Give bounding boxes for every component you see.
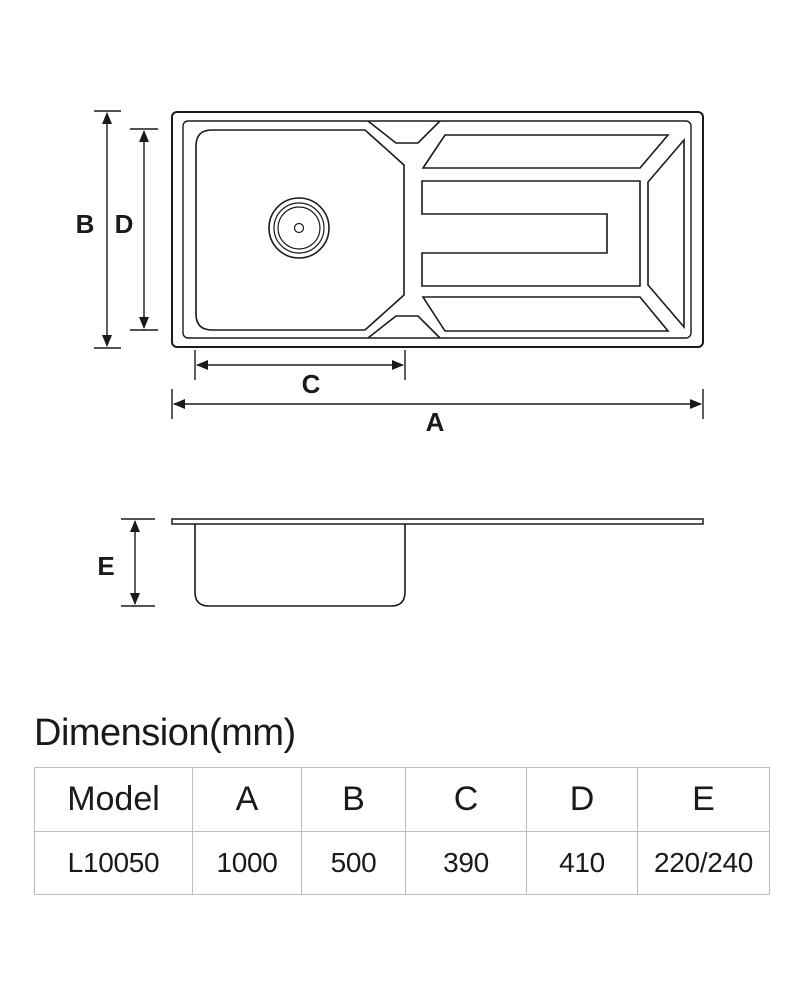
header-cell: E xyxy=(637,767,770,832)
label-b: B xyxy=(76,209,95,239)
table-cell: L10050 xyxy=(34,831,193,895)
side-bowl-depth xyxy=(194,524,406,607)
bottom-notch xyxy=(367,315,441,339)
header-cell: Model xyxy=(34,767,193,832)
dimension-table: Model A B C D E L10050 1000 500 390 410 … xyxy=(34,767,770,895)
drain-center xyxy=(293,222,305,234)
sink-inner-rim xyxy=(182,120,692,339)
drain-middle xyxy=(273,202,325,254)
drainer-c-channel xyxy=(421,180,641,287)
header-cell: D xyxy=(526,767,638,832)
drainer-top-rib xyxy=(421,134,670,169)
dimension-lines-side xyxy=(121,518,155,607)
drainer-bottom-rib xyxy=(421,296,670,332)
sink-outer-rim xyxy=(171,111,704,348)
table-cell: 390 xyxy=(405,831,527,895)
sink-bowl xyxy=(195,129,405,331)
table-cell: 500 xyxy=(301,831,406,895)
table-header-row: Model A B C D E xyxy=(34,767,770,832)
dimension-lines-top xyxy=(94,110,704,419)
label-d: D xyxy=(115,209,134,239)
table-row: L10050 1000 500 390 410 220/240 xyxy=(34,831,770,895)
label-e: E xyxy=(97,551,114,581)
label-c: C xyxy=(302,369,321,399)
header-cell: A xyxy=(192,767,302,832)
drain-inner xyxy=(277,206,321,250)
table-cell: 220/240 xyxy=(637,831,770,895)
label-a: A xyxy=(426,407,445,437)
table-title: Dimension(mm) xyxy=(34,712,296,754)
header-cell: B xyxy=(301,767,406,832)
side-top-flange xyxy=(171,518,704,525)
drain-outer xyxy=(268,197,330,259)
header-cell: C xyxy=(405,767,527,832)
sink-top-view xyxy=(171,111,704,348)
sink-side-view xyxy=(171,518,704,607)
top-notch xyxy=(367,120,441,144)
drainer-right-rib xyxy=(647,137,685,330)
table-cell: 410 xyxy=(526,831,638,895)
table-cell: 1000 xyxy=(192,831,302,895)
sink-dimension-diagram: B D C A E xyxy=(76,110,704,607)
